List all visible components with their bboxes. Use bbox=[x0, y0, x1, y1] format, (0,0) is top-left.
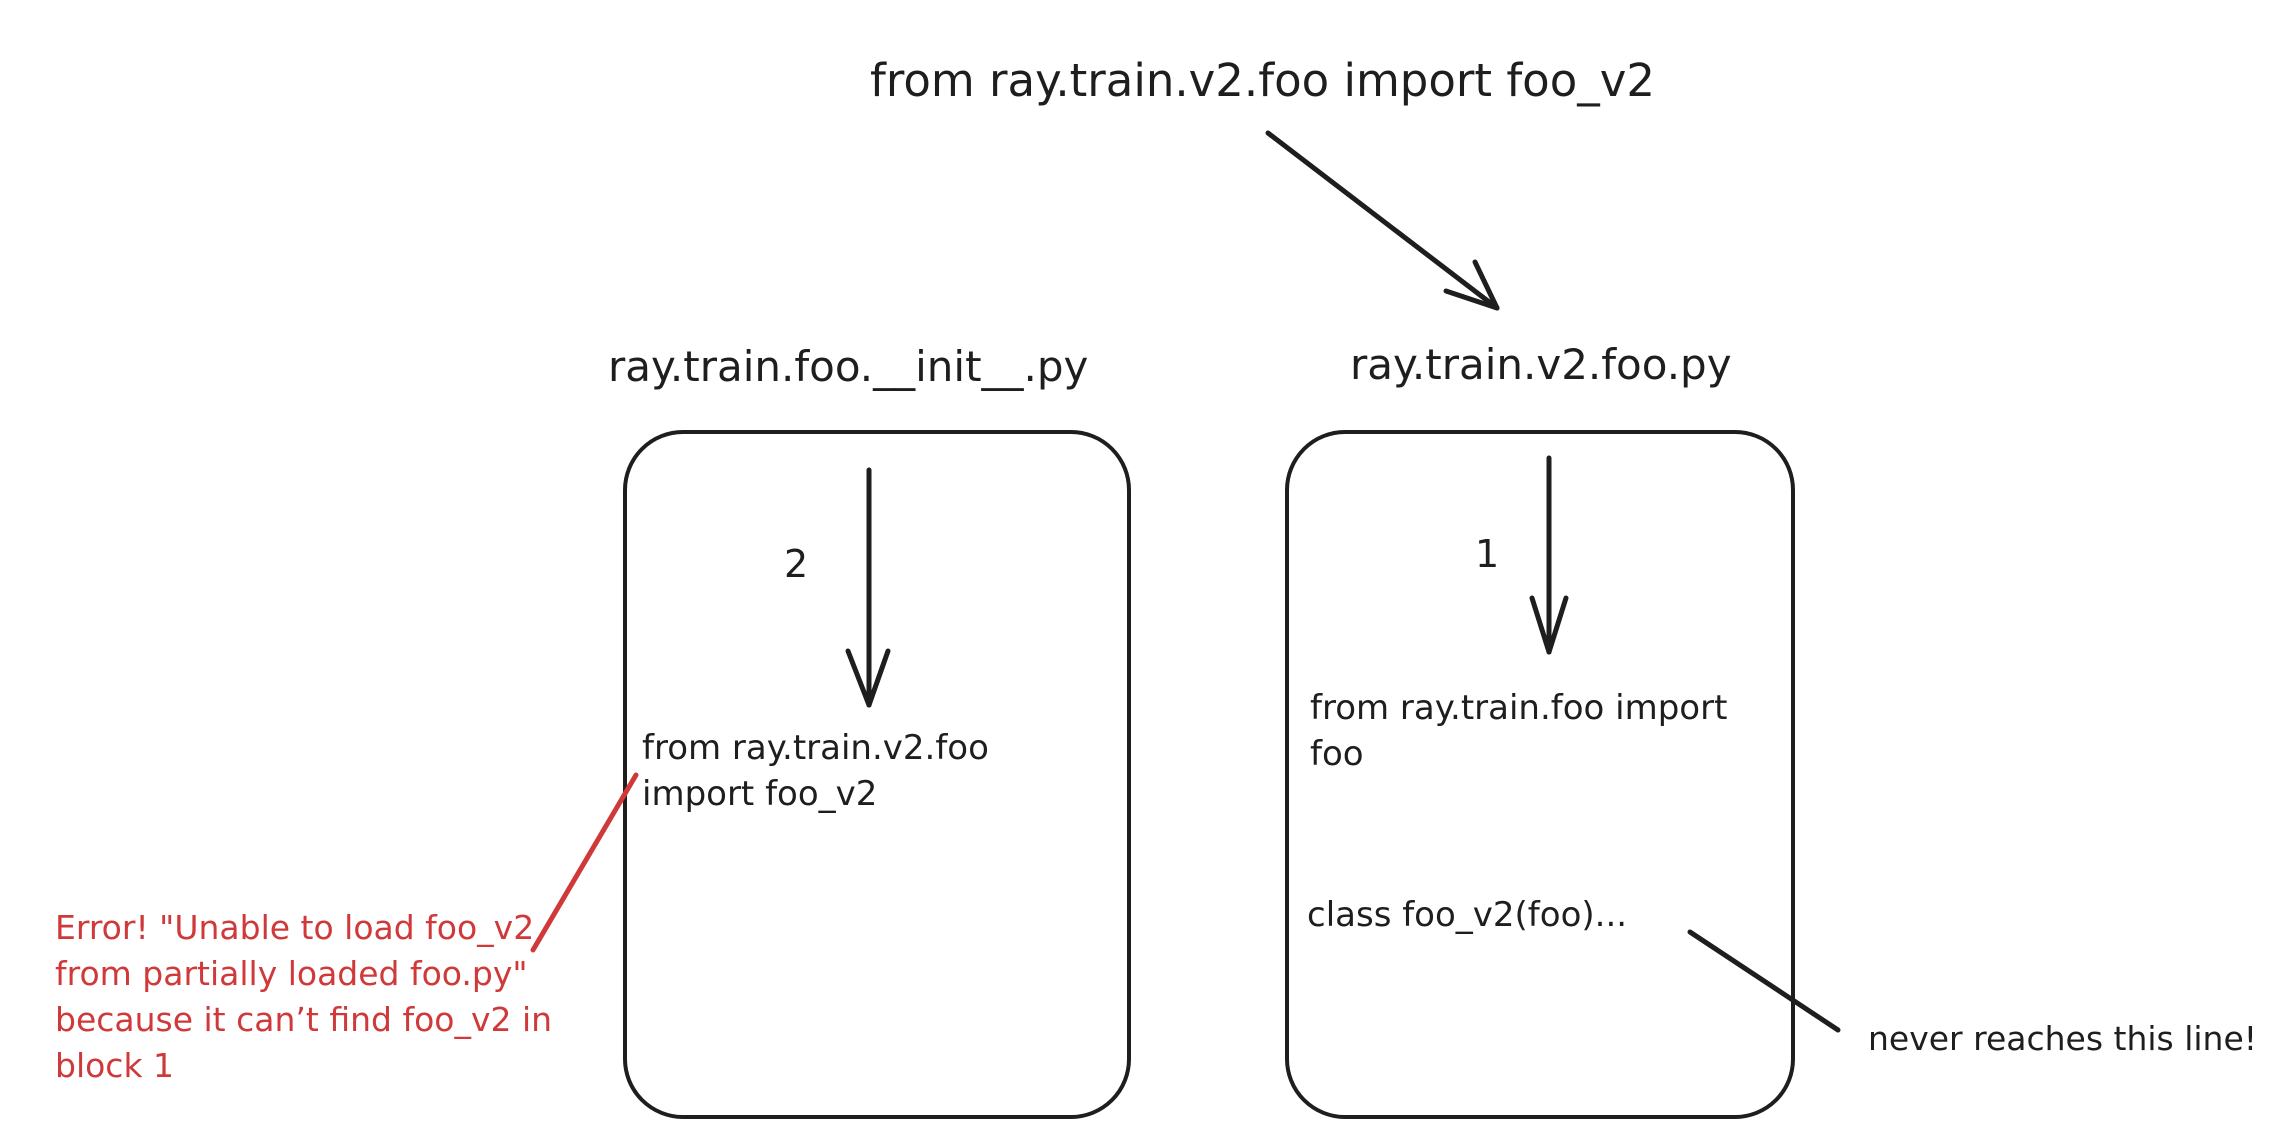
never-reaches-note: never reaches this line! bbox=[1868, 1019, 2258, 1058]
right-module-title: ray.train.v2.foo.py bbox=[1350, 340, 1732, 389]
left-module-title: ray.train.foo.__init__.py bbox=[608, 342, 1089, 391]
left-step-arrow bbox=[845, 467, 891, 708]
right-step-arrow bbox=[1529, 455, 1569, 655]
right-module-box bbox=[1285, 430, 1795, 1119]
right-class-line: class foo_v2(foo)... bbox=[1307, 895, 1628, 935]
left-module-box bbox=[623, 430, 1131, 1119]
top-import-statement: from ray.train.v2.foo import foo_v2 bbox=[870, 54, 1655, 107]
left-step-number: 2 bbox=[784, 542, 809, 586]
never-connector bbox=[1687, 929, 1841, 1033]
right-step-number: 1 bbox=[1475, 532, 1500, 576]
left-code-line-1: from ray.train.v2.foo bbox=[642, 728, 989, 768]
error-connector bbox=[530, 772, 639, 953]
right-code-line-1: from ray.train.foo import bbox=[1310, 688, 1728, 728]
main-arrow bbox=[1265, 130, 1500, 311]
error-note: Error! "Unable to load foo_v2 from parti… bbox=[55, 908, 553, 1085]
left-code-line-2: import foo_v2 bbox=[642, 774, 878, 814]
right-code-line-2: foo bbox=[1310, 734, 1364, 774]
